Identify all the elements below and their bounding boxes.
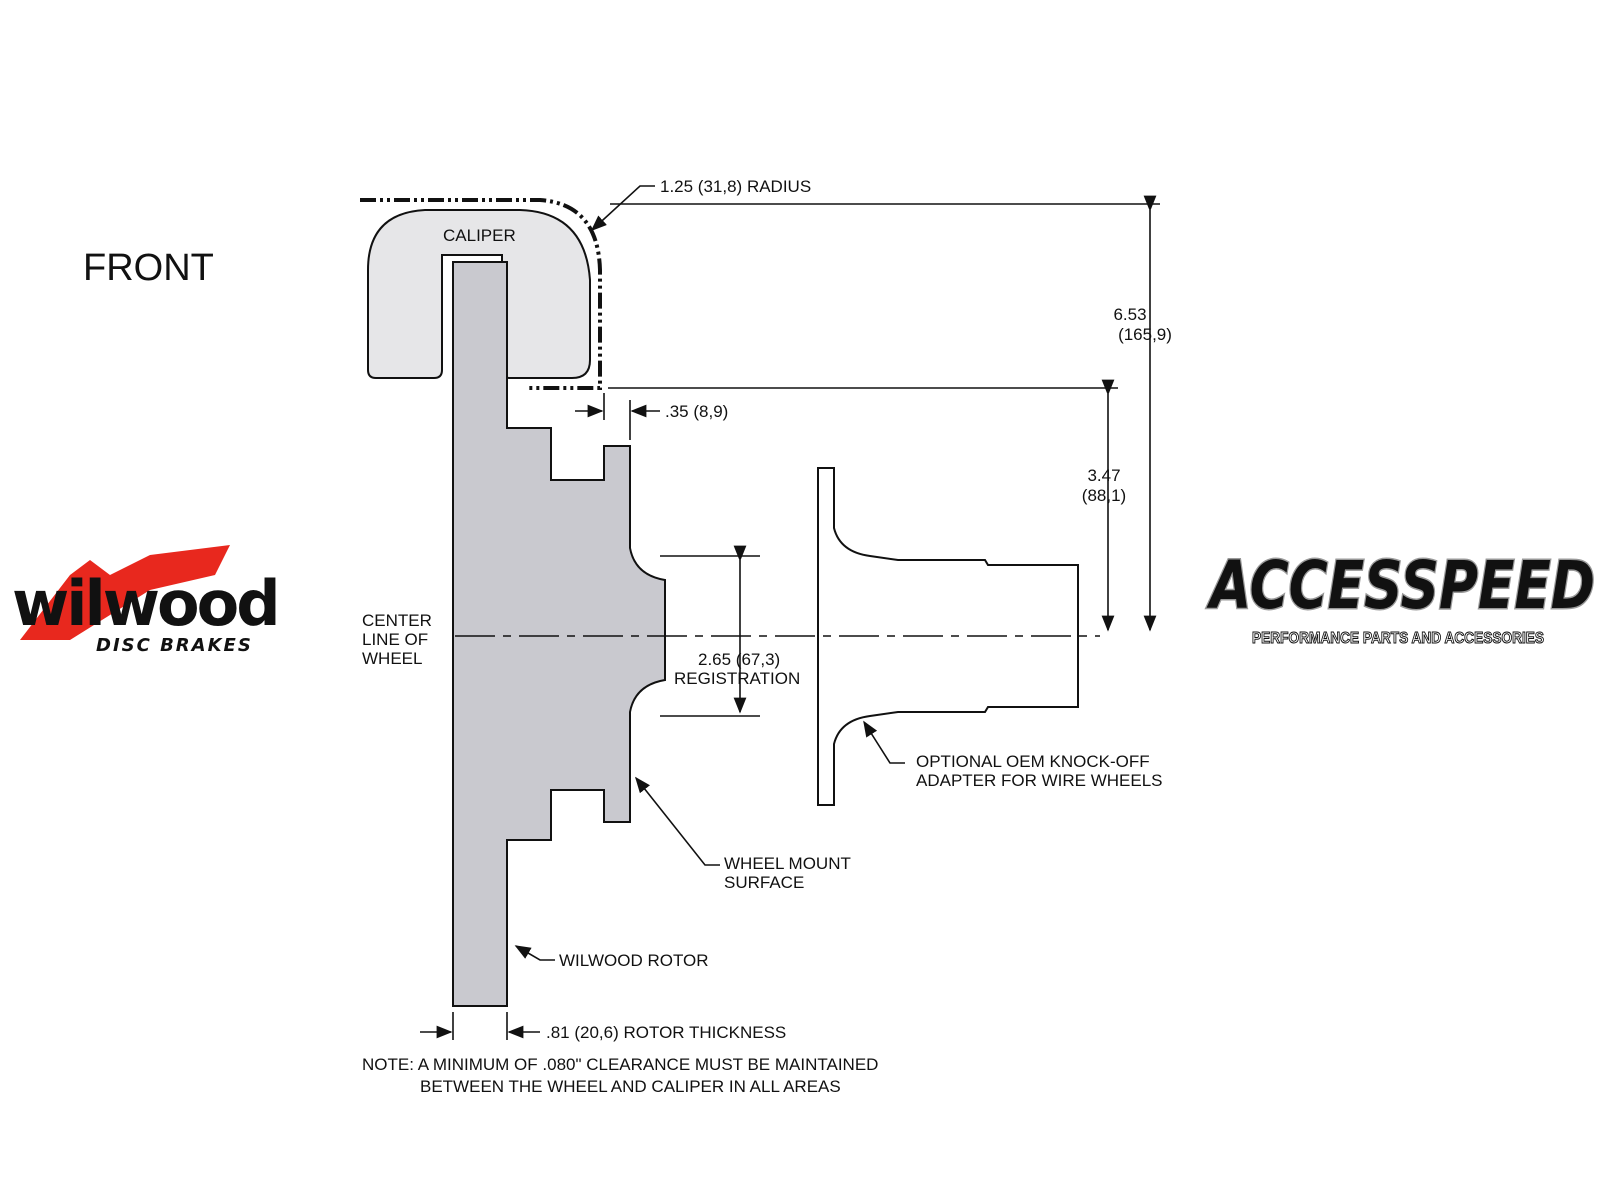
knock-off-adapter	[817, 467, 1079, 806]
wheel-mount-label-1: WHEEL MOUNT	[724, 854, 851, 873]
adapter-label-1: OPTIONAL OEM KNOCK-OFF	[916, 752, 1150, 771]
overall-height-metric: (165,9)	[1118, 325, 1172, 344]
view-title: FRONT	[83, 247, 214, 289]
svg-text:PERFORMANCE PARTS AND ACCESSOR: PERFORMANCE PARTS AND ACCESSORIES	[1252, 630, 1544, 647]
wheel-mount-label-2: SURFACE	[724, 873, 804, 892]
registration-value: 2.65 (67,3)	[698, 650, 780, 669]
adapter-label-2: ADAPTER FOR WIRE WHEELS	[916, 771, 1163, 790]
registration-label: REGISTRATION	[674, 669, 800, 688]
rotor-label: WILWOOD ROTOR	[559, 951, 709, 970]
hub-height-metric: (88,1)	[1082, 486, 1126, 505]
overall-height-value: 6.53	[1113, 305, 1146, 324]
dimension-lines	[420, 185, 1160, 1040]
caliper-label: CALIPER	[443, 226, 516, 245]
note-line-2: BETWEEN THE WHEEL AND CALIPER IN ALL ARE…	[420, 1077, 841, 1096]
accesspeed-logo: ACCESSPEED PERFORMANCE PARTS AND ACCESSO…	[1204, 546, 1596, 648]
rotor-thickness-label: .81 (20,6) ROTOR THICKNESS	[546, 1023, 786, 1042]
clearance-envelope	[360, 198, 602, 390]
center-line-label-1: CENTER	[362, 611, 432, 630]
radius-label: 1.25 (31,8) RADIUS	[660, 177, 811, 196]
svg-text:wilwood: wilwood	[12, 567, 278, 640]
wilwood-logo: wilwood DISC BRAKES	[12, 545, 281, 656]
center-line-label-3: WHEEL	[362, 649, 422, 668]
center-line-label-2: LINE OF	[362, 630, 428, 649]
caliper-shape	[367, 209, 591, 379]
wilwood-rotor	[452, 261, 666, 1007]
clearance-label: .35 (8,9)	[665, 402, 728, 421]
svg-text:DISC BRAKES: DISC BRAKES	[96, 635, 253, 656]
note-line-1: NOTE: A MINIMUM OF .080" CLEARANCE MUST …	[362, 1055, 878, 1074]
svg-text:ACCESSPEED: ACCESSPEED	[1206, 547, 1595, 624]
hub-height-value: 3.47	[1087, 466, 1120, 485]
